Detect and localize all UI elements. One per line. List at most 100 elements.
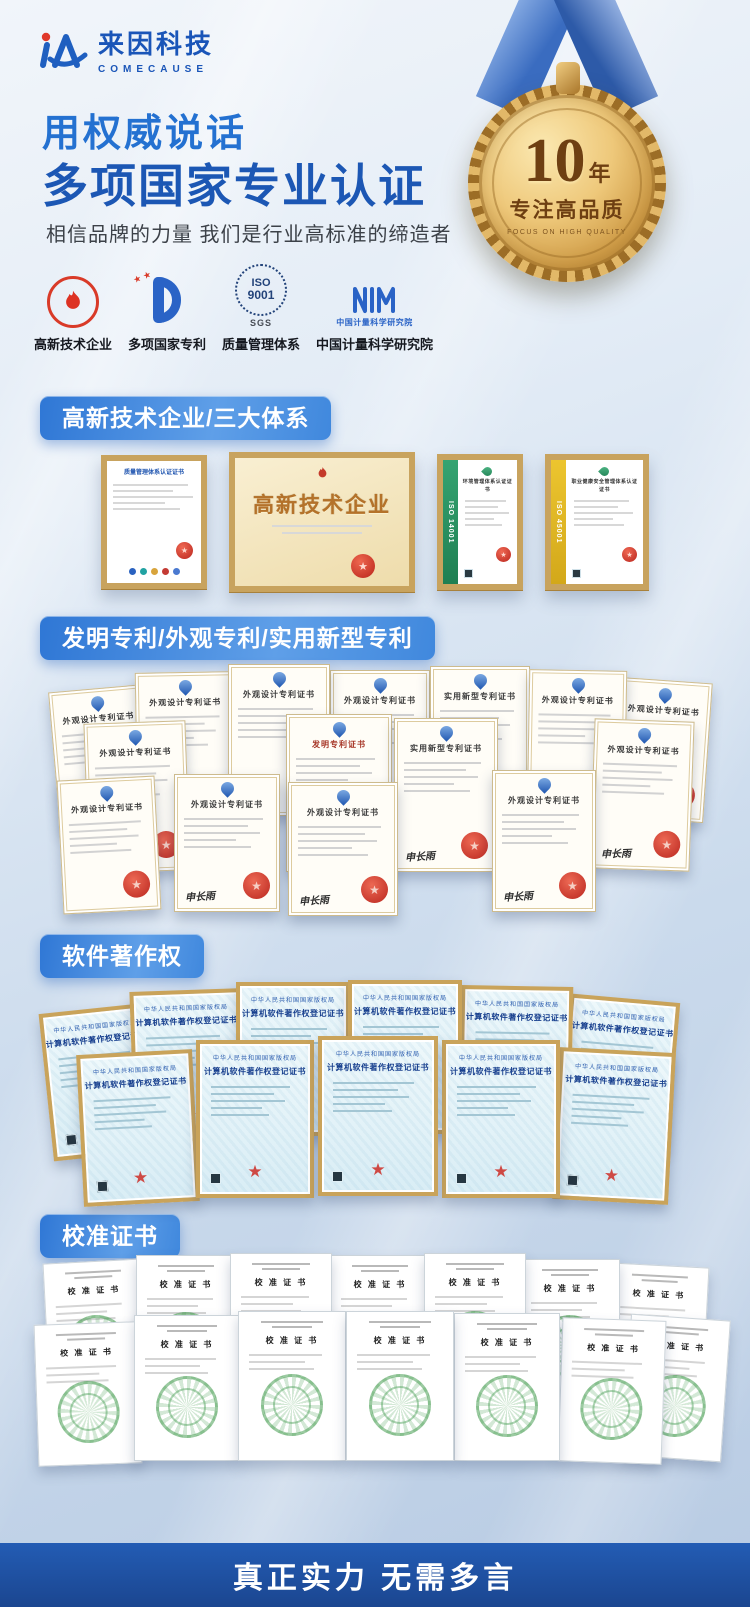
patent-certificate: 外观设计专利证书申长雨 (174, 774, 280, 912)
green-seal-icon (369, 1374, 431, 1437)
patent-certificate-title: 外观设计专利证书 (508, 796, 580, 805)
quality-management-certificate: 质量管理体系认证证书 (101, 455, 207, 589)
certificate-text-lines (333, 1082, 423, 1112)
red-seal-icon (652, 830, 681, 859)
certificate-text-lines (571, 1360, 654, 1380)
badge-high-tech-enterprise: 高新技术企业 (34, 262, 112, 353)
software-certificate-title: 计算机软件著作权登记证书 (450, 1067, 552, 1076)
red-star-seal-icon (370, 1160, 385, 1180)
green-seal-icon (261, 1374, 323, 1437)
calibration-certificate: 校 准 证 书 (454, 1313, 560, 1461)
certificate-text-lines (571, 1093, 658, 1128)
medal-years-unit: 年 (588, 161, 611, 186)
calibration-cluster: 校 准 证 书校 准 证 书校 准 证 书校 准 证 书校 准 证 书校 准 证… (30, 1253, 731, 1489)
accreditation-logos (107, 568, 201, 575)
patent-certificate: 外观设计专利证书申长雨 (288, 782, 398, 916)
comecause-logo-icon (40, 32, 88, 68)
badge-label: 高新技术企业 (34, 337, 113, 352)
certificate-header-lines (135, 1325, 239, 1332)
red-seal-icon (461, 832, 488, 859)
certificate-header-lines (137, 1265, 235, 1272)
qr-code-icon (332, 1171, 343, 1182)
software-certificate-title: 计算机软件著作权登记证书 (242, 1009, 344, 1018)
cnipa-logo-icon (370, 675, 390, 694)
calibration-certificate-title: 校 准 证 书 (67, 1284, 121, 1297)
red-star-seal-icon (247, 1162, 262, 1182)
gold-medal-icon: 10 年 专注高品质 FOCUS ON HIGH QUALITY (468, 84, 666, 282)
certificate-text-lines (462, 500, 513, 526)
copyright-office-header: 中华人民共和国国家版权局 (143, 1004, 229, 1014)
cnipa-logo-icon (634, 725, 654, 744)
iso45001-certificate: ISO 45001 职业健康安全管理体系认证证书 (545, 454, 649, 590)
red-seal-icon (361, 876, 388, 903)
commissioner-signature: 申长雨 (502, 890, 534, 905)
green-seal-icon (579, 1377, 644, 1442)
patent-certificate-title: 外观设计专利证书 (191, 800, 263, 809)
calibration-certificate: 校 准 证 书 (134, 1315, 240, 1461)
calibration-certificate-title: 校 准 证 书 (159, 1280, 213, 1289)
cnipa-logo-icon (333, 787, 353, 806)
certificate-text-lines (502, 814, 586, 844)
cnipa-logo-icon (97, 783, 116, 802)
cnipa-logo-icon (329, 719, 349, 738)
certificate-text-lines (357, 1354, 443, 1370)
badge-metrology-institute: 中国计量科学研究院 中国计量科学研究院 (316, 262, 433, 353)
patent-certificate-title: 外观设计专利证书 (243, 690, 315, 699)
certificate-title: 质量管理体系认证证书 (123, 470, 184, 476)
company-logo: 来因科技 COMECAUSE (36, 24, 214, 75)
system-certificates-row: 质量管理体系认证证书 高新技术企业 ISO 14001 环境管理体系认证证书 I… (0, 452, 750, 592)
cnipa-logo-icon (175, 677, 195, 696)
cert-logo-icon (598, 465, 611, 478)
certificate-header-lines (455, 1323, 559, 1330)
medal-face: 10 年 专注高品质 FOCUS ON HIGH QUALITY (479, 95, 655, 271)
certificate-header-lines (425, 1263, 525, 1270)
certificate-header-lines (231, 1263, 331, 1270)
certificate-text-lines (435, 1296, 515, 1312)
green-seal-icon (156, 1375, 218, 1438)
red-star-seal-icon (132, 1168, 148, 1189)
patent-certificate-title: 外观设计专利证书 (99, 746, 172, 759)
credential-badges: 高新技术企业 多项国家专利 ISO 9001 SGS 质量管理体系 (34, 262, 433, 353)
section-title-systems: 高新技术企业/三大体系 (40, 396, 332, 440)
iso45001-side-label: ISO 45001 (551, 460, 566, 584)
calibration-certificate-title: 校 准 证 书 (254, 1278, 308, 1287)
medal-years: 10 年 (523, 130, 610, 192)
calibration-certificate: 校 准 证 书 (238, 1311, 346, 1461)
copyright-office-header: 中华人民共和国国家版权局 (250, 998, 335, 1004)
company-name-en: COMECAUSE (98, 64, 209, 75)
patent-emblem-icon (139, 272, 195, 328)
software-certificate-title: 计算机软件著作权登记证书 (204, 1067, 306, 1076)
calibration-certificate-title: 校 准 证 书 (586, 1343, 640, 1354)
nim-letters-icon (352, 287, 395, 313)
certificate-text-lines (241, 1296, 321, 1312)
logo-text: 来因科技 COMECAUSE (98, 24, 214, 75)
copyright-office-header: 中华人民共和国国家版权局 (574, 1063, 660, 1075)
software-certificate-title: 计算机软件著作权登记证书 (465, 1012, 568, 1023)
patent-certificate-title: 外观设计专利证书 (70, 802, 144, 815)
patent-certificate-title: 外观设计专利证书 (541, 695, 614, 706)
software-copyright-certificate: 中华人民共和国国家版权局计算机软件著作权登记证书 (196, 1040, 314, 1198)
qr-code-icon (456, 1173, 467, 1184)
hero-title-line2: 多项国家专业认证 (42, 160, 426, 212)
certificate-text-lines (238, 708, 320, 738)
footer-slogan: 真正实力 无需多言 (232, 1562, 518, 1595)
copyright-office-header: 中华人民共和国国家版权局 (458, 1056, 543, 1062)
calibration-certificate: 校 准 证 书 (346, 1311, 454, 1461)
medal-hanger-icon (556, 62, 580, 94)
patent-certificate-title: 外观设计专利证书 (149, 697, 222, 708)
patent-certificate: 外观设计专利证书申长雨 (589, 718, 695, 872)
copyright-office-header: 中华人民共和国国家版权局 (362, 996, 447, 1002)
certificate-header-lines (44, 1269, 142, 1281)
certificate-text-lines (145, 1358, 229, 1374)
cnipa-logo-icon (269, 669, 289, 688)
software-copyright-certificate: 中华人民共和国国家版权局计算机软件著作权登记证书 (76, 1049, 200, 1207)
green-seal-icon (56, 1380, 121, 1445)
iso-number: 9001 (247, 288, 275, 303)
certificate-title: 职业健康安全管理体系认证证书 (571, 479, 638, 493)
patent-certificate: 外观设计专利证书申长雨 (492, 770, 596, 912)
badge-label: 质量管理体系 (222, 337, 301, 352)
award-medal: 10 年 专注高品质 FOCUS ON HIGH QUALITY (452, 0, 682, 300)
red-star-seal-icon (493, 1162, 508, 1182)
copyright-office-header: 中华人民共和国国家版权局 (335, 1052, 420, 1058)
